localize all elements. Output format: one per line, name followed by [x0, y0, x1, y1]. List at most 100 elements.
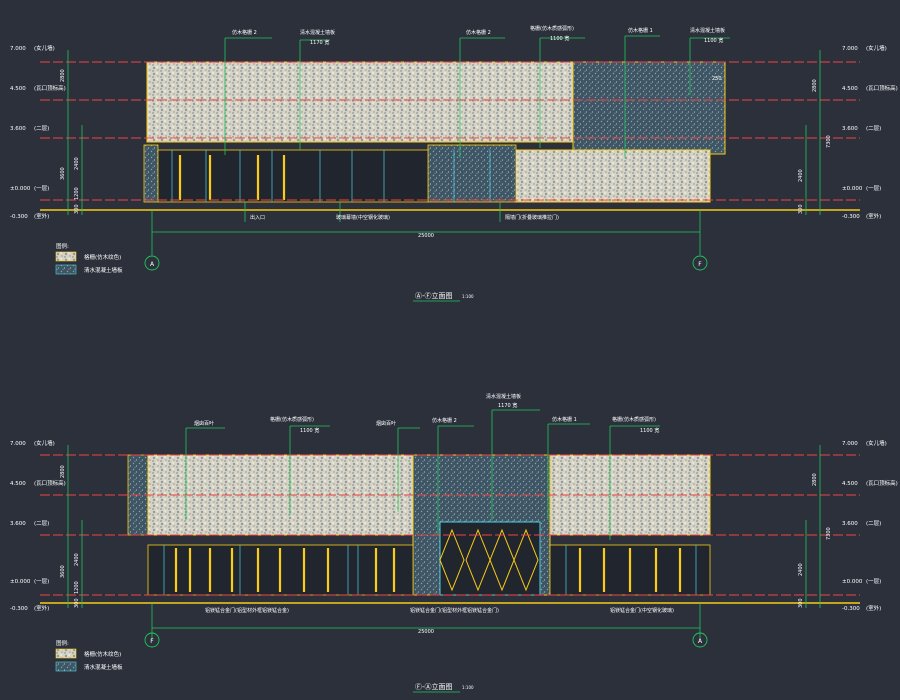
- elev2-callout-bottom-0: 铝镁锰合金门(铝型材外框铝镁锰合金): [205, 607, 289, 614]
- elev2-callout-2: 1100 宽: [300, 427, 319, 434]
- legend1-label-concrete: 清水混凝土墙板: [84, 266, 123, 274]
- elev1-level-right-0: 7.000: [842, 46, 858, 52]
- legend2-label-tile: 格栅(仿木纹色): [84, 650, 121, 658]
- elev2-level-left-1: 4.500: [10, 481, 26, 487]
- elev2-level-right-4-label: (室外): [866, 604, 881, 612]
- elev1-level-left-1-label: (瓦口顶标高): [34, 84, 66, 92]
- elevation-1: A F 25000 仿木格栅 2 清水混凝土墙板 1170 宽 仿木格栅 2 格…: [10, 25, 898, 302]
- elev2-callout-1: 格栅(仿木质感弧形): [270, 416, 314, 423]
- elev1-callout-2: 1170 宽: [310, 39, 329, 46]
- elev1-level-left-4-label: (室外): [34, 212, 49, 220]
- elev1-mullions: [171, 150, 491, 202]
- elev2-level-right-2-label: (二层): [866, 520, 881, 527]
- elev1-level-left-2-label: (二层): [34, 125, 49, 132]
- elev2-level-left-0: 7.000: [10, 441, 26, 447]
- elev1-axis-left-bubble: [144, 255, 160, 271]
- elev1-leaders: [224, 35, 730, 222]
- elev2-dim-right-0: 2800: [812, 473, 818, 486]
- elev1-dim-right-4: 300: [798, 204, 804, 214]
- elev1-callout-bottom-0: 出入口: [250, 214, 265, 221]
- legend1-swatch-concrete: [55, 264, 77, 275]
- elev1-level-left-3: ±0.000: [10, 186, 31, 192]
- elev2-scale: 1:100: [462, 685, 474, 690]
- elev2-dim-left-2: 2400: [74, 553, 80, 566]
- legend1-heading: 图例:: [56, 242, 69, 250]
- elev2-dim-left-3: 1200: [74, 581, 80, 594]
- elev1-concrete-left-pier: [143, 144, 159, 203]
- elev1-level-right-3: ±0.000: [842, 186, 863, 192]
- elev1-dim-right-0: 250: [712, 76, 722, 82]
- elev2-callout-bottom-2: 铝镁锰合金门(中空钢化玻璃): [610, 607, 674, 614]
- elev1-dim-lines: [67, 50, 821, 255]
- elev1-callout-4: 格栅(仿木质感弧形): [530, 25, 574, 32]
- elev1-yellow-frames: [178, 155, 286, 200]
- elev1-level-right-0-label: (女儿墙): [866, 44, 887, 52]
- elev2-callout-9: 1100 宽: [640, 427, 659, 434]
- elev1-dim-right-2: 7300: [826, 135, 832, 148]
- elev2-axis-left-bubble: [144, 632, 160, 648]
- elev1-level-right-4: -0.300: [842, 214, 860, 220]
- elev2-level-left-1-label: (瓦口顶标高): [34, 479, 66, 487]
- elev2-dim-left-1: 3600: [60, 565, 66, 578]
- elev2-entrance-doors: [439, 528, 539, 592]
- legend2-swatch-concrete: [55, 661, 77, 672]
- elev1-concrete-facade-right: [572, 61, 726, 155]
- elev1-level-right-1: 4.500: [842, 86, 858, 92]
- elev2-yellow-frames: [174, 548, 682, 592]
- elev1-callout-bottom-2: 隔墙门(折叠玻璃推拉门): [505, 214, 559, 221]
- elev2-level-left-3: ±0.000: [10, 579, 31, 585]
- elev2-axis-right-bubble: [692, 632, 708, 648]
- elev1-level-lines: [40, 61, 860, 201]
- elev2-level-right-0-label: (女儿墙): [866, 439, 887, 447]
- elev1-level-right-2-label: (二层): [866, 125, 881, 132]
- elev2-level-left-3-label: (一层): [34, 578, 49, 585]
- elev1-callout-8: 1100 宽: [704, 37, 723, 44]
- legend1-label-tile: 格栅(仿木纹色): [84, 253, 121, 261]
- elev2-level-left-4: -0.300: [10, 606, 28, 612]
- elev1-level-left-0: 7.000: [10, 46, 26, 52]
- elev2-overall-dim: 25000: [418, 629, 434, 635]
- elev1-overall-dim: 25000: [418, 233, 434, 239]
- elev1-dim-left-4: 300: [74, 204, 80, 214]
- elev1-callout-bottom-1: 玻璃幕墙(中空钢化玻璃): [336, 214, 390, 221]
- elev2-dim-left-4: 300: [74, 598, 80, 608]
- elev1-callout-0: 仿木格栅 2: [232, 29, 257, 36]
- elev2-mullions: [163, 545, 697, 595]
- elev1-axis-left-label: A: [150, 261, 155, 268]
- elev1-level-left-3-label: (一层): [34, 185, 49, 192]
- elev1-title: Ⓐ-Ⓕ立面图: [415, 291, 453, 300]
- elev1-callout-6: 仿木格栅 1: [628, 27, 653, 34]
- elev2-axis-left-label: F: [150, 638, 154, 645]
- elev1-level-right-1-label: (瓦口顶标高): [866, 84, 898, 92]
- legend2-heading: 图例:: [56, 639, 69, 647]
- legend2-label-concrete: 清水混凝土墙板: [84, 663, 123, 671]
- elev2-callout-7: 仿木格栅 1: [552, 416, 577, 423]
- elev2-dim-right-1: 7300: [826, 527, 832, 540]
- elev2-callout-8: 格栅(仿木质感弧形): [612, 416, 656, 423]
- legend2-swatch-tile: [55, 648, 77, 659]
- elev2-title: Ⓕ-Ⓐ立面图: [415, 682, 453, 691]
- elev1-curtain-wall: [157, 149, 429, 203]
- elev2-callout-3: 烟囱百叶: [376, 420, 396, 427]
- elev2-dim-right-2: 2400: [798, 563, 804, 576]
- elev1-level-right-3-label: (一层): [866, 185, 881, 192]
- elev1-callout-5: 1100 宽: [550, 35, 569, 42]
- elev2-level-right-4: -0.300: [842, 606, 860, 612]
- elev2-level-left-2-label: (二层): [34, 520, 49, 527]
- legend1-swatch-tile: [55, 251, 77, 262]
- elev1-callout-1: 清水混凝土墙板: [300, 29, 335, 36]
- elev2-dim-lines: [67, 445, 821, 640]
- elev1-dim-right-3: 2400: [798, 169, 804, 182]
- elev1-level-left-1: 4.500: [10, 86, 26, 92]
- elev2-axis-right-label: A: [698, 638, 703, 645]
- elev2-callout-bottom-1: 铝镁锰合金门(铝型材外框铝镁锰合金门): [410, 607, 499, 614]
- elev1-axis-right-label: F: [698, 261, 702, 268]
- elev1-dim-left-3: 1200: [74, 187, 80, 200]
- elev2-dim-right-3: 300: [798, 598, 804, 608]
- elev2-level-right-3: ±0.000: [842, 579, 863, 585]
- elev2-level-right-3-label: (一层): [866, 578, 881, 585]
- elev1-scale: 1:100: [462, 294, 474, 299]
- elev2-level-right-0: 7.000: [842, 441, 858, 447]
- elev2-leaders: [185, 409, 660, 540]
- elev1-level-left-4: -0.300: [10, 214, 28, 220]
